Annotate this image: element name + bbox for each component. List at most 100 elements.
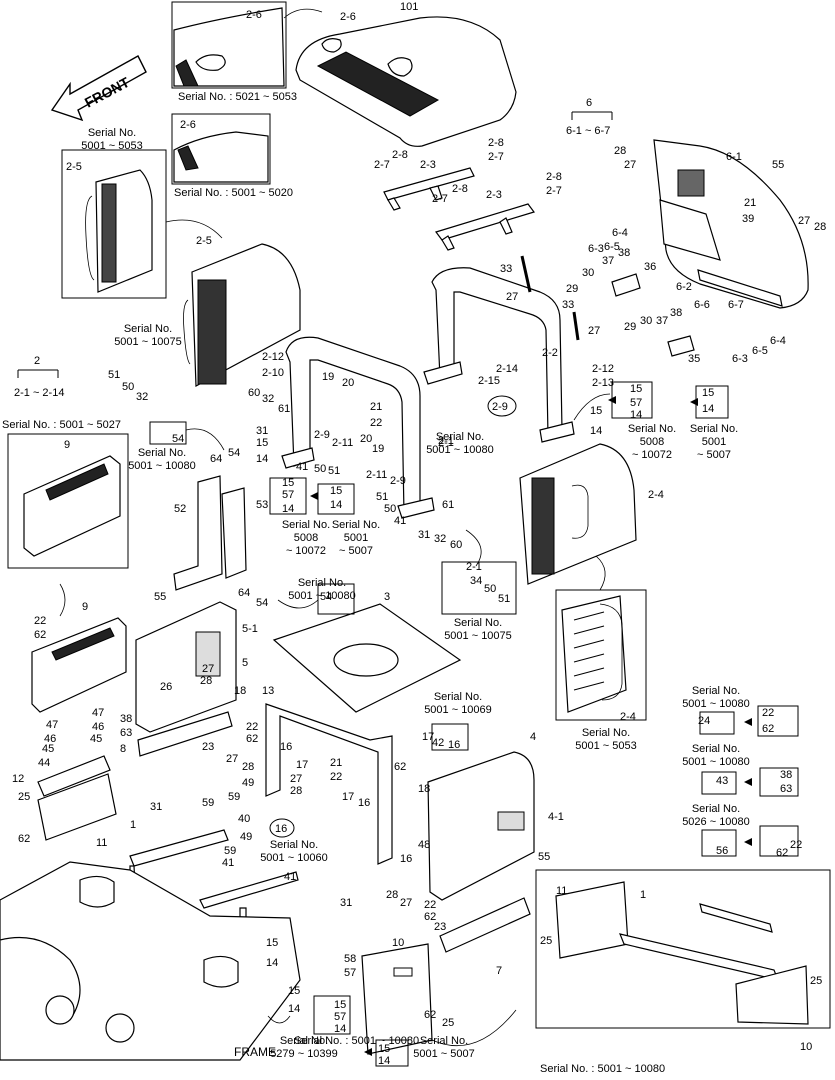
part-callout: 2-4 (620, 711, 636, 723)
serial-block: Serial No.5001 ~ 10075 (114, 323, 182, 348)
part-callout: 47 (46, 719, 58, 731)
part-callout: 7 (496, 965, 502, 977)
part-callout: 2-3 (486, 189, 502, 201)
part-callout: 27 (798, 215, 810, 227)
part-6-1-rear-cover (653, 139, 809, 309)
part-callout: 50 (384, 503, 396, 515)
part-callout: 57 (282, 489, 294, 501)
part-callout: 54 (228, 447, 240, 459)
part-callout: 16 (280, 741, 292, 753)
part-callout: 34 (470, 575, 482, 587)
part-callout: 15 (288, 985, 300, 997)
serial-block-line: 5001 ~ 10075 (444, 630, 512, 642)
part-callout: 58 (344, 953, 356, 965)
part-callout: 5 (242, 657, 248, 669)
part-callout: 2-4 (648, 489, 664, 501)
part-1-base-frame (129, 829, 299, 931)
part-callout: 9 (82, 601, 88, 613)
part-callout: 14 (702, 403, 714, 415)
part-8-panel (137, 711, 233, 757)
serial-block: Serial No.5001 ~ 10080 (682, 743, 750, 768)
part-callout: 31 (256, 425, 268, 437)
part-callout: 22 (330, 771, 342, 783)
part-callout: 51 (498, 593, 510, 605)
part-callout: 20 (360, 433, 372, 445)
part-callout: 59 (224, 845, 236, 857)
part-callout: 63 (120, 727, 132, 739)
arrow-heads (310, 396, 752, 1056)
group-label-2-range: 2-1 ~ 2-14 (14, 387, 64, 399)
part-callout: 38 (120, 713, 132, 725)
serial-block-line: 5001 ~ 10080 (682, 698, 750, 710)
part-callout: 38 (670, 307, 682, 319)
serial-block-line: 5008 (294, 532, 318, 544)
part-callout: 36 (644, 261, 656, 273)
part-callout: 2-12 (262, 351, 284, 363)
part-2-4-side-door (519, 443, 637, 585)
serial-note: Serial No. : 5001 ~ 10080 (294, 1035, 419, 1047)
part-callout: 17 (296, 759, 308, 771)
part-callout: 27 (506, 291, 518, 303)
part-callout: 28 (386, 889, 398, 901)
part-callout: 27 (400, 897, 412, 909)
inset-grille-9 (7, 433, 129, 569)
part-callout: 38 (618, 247, 630, 259)
part-callout: 31 (150, 801, 162, 813)
part-callout: 62 (424, 1009, 436, 1021)
serial-block: Serial No.5001~ 5007 (332, 519, 380, 557)
part-2-6-top-cover (295, 16, 517, 147)
part-11-panel (37, 773, 117, 841)
serial-block-line: Serial No. (88, 127, 136, 139)
serial-block-line: 5001 ~ 5053 (575, 740, 636, 752)
part-2-3-bracket-a (383, 167, 475, 211)
part-callout: 33 (562, 299, 574, 311)
serial-block-line: Serial No. (436, 431, 484, 443)
door-slots (573, 611, 605, 691)
part-callout: 55 (772, 159, 784, 171)
part-callout: 62 (762, 723, 774, 735)
part-callout: 6-5 (604, 241, 620, 253)
part-callout: 15 (630, 383, 642, 395)
part-callout: 46 (44, 733, 56, 745)
serial-block-line: Serial No. (138, 447, 186, 459)
part-callout: 14 (266, 957, 278, 969)
curved-arrows (59, 8, 611, 1047)
serial-block-line: Serial No. (332, 519, 380, 531)
part-callout: 53 (256, 499, 268, 511)
part-callout: 62 (246, 733, 258, 745)
part-callout: 49 (242, 777, 254, 789)
part-callout: 2-8 (452, 183, 468, 195)
part-callout: 32 (136, 391, 148, 403)
part-callout: 51 (328, 465, 340, 477)
part-callout: 17 (422, 731, 434, 743)
part-callout: 18 (234, 685, 246, 697)
part-callout: 14 (334, 1023, 346, 1035)
part-13-frame (265, 703, 393, 865)
part-callout: 39 (742, 213, 754, 225)
serial-note: Serial No. : 5001 ~ 10080 (540, 1063, 665, 1075)
part-callout: 60 (450, 539, 462, 551)
part-callout: 25 (540, 935, 552, 947)
part-callout: 2-3 (420, 159, 436, 171)
part-callout: 2-11 (366, 469, 387, 481)
part-36-latch (611, 273, 641, 297)
part-callout: 45 (90, 733, 102, 745)
part-callout: 22 (424, 899, 436, 911)
part-callout: 15 (256, 437, 268, 449)
group-label-6-range: 6-1 ~ 6-7 (566, 125, 610, 137)
part-4-cover (427, 751, 535, 901)
part-callout: 11 (556, 885, 567, 897)
part-callout: 55 (538, 851, 550, 863)
part-callout: 5-1 (242, 623, 258, 635)
part-callout: 54 (172, 433, 184, 445)
part-callout: 30 (582, 267, 594, 279)
part-callout: 59 (228, 791, 240, 803)
part-callout: 60 (248, 387, 260, 399)
part-callout: 22 (370, 417, 382, 429)
part-callout: 35 (688, 353, 700, 365)
part-callout: 37 (602, 255, 614, 267)
part-callout: 15 (378, 1043, 390, 1055)
frame-label-group: FRAME (234, 1045, 276, 1059)
part-callout: 2-11 (332, 437, 353, 449)
part-callout: 9 (64, 439, 70, 451)
